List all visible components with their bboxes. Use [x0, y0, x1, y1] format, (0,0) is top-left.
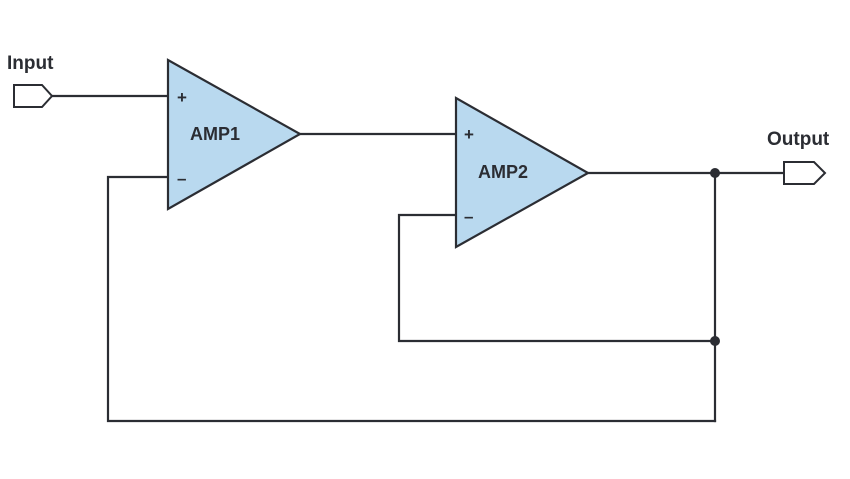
- input-port: Input: [7, 53, 54, 108]
- amp2: + – AMP2: [454, 96, 591, 249]
- amp1-plus-label: +: [177, 88, 187, 107]
- output-port-icon: [783, 161, 827, 185]
- amp1-minus-label: –: [177, 169, 186, 188]
- amp2-plus-label: +: [464, 125, 474, 144]
- amp2-minus-label: –: [464, 207, 473, 226]
- amp1: + – AMP1: [166, 58, 303, 211]
- amp2-triangle: [454, 96, 591, 249]
- output-port: Output: [767, 129, 830, 185]
- output-label: Output: [767, 129, 830, 150]
- wire-amp1-feedback: [106, 175, 717, 423]
- junction-dot-output: [710, 168, 720, 178]
- amp1-triangle: [166, 58, 303, 211]
- input-port-icon: [13, 84, 54, 108]
- wire-amp2-feedback: [397, 213, 717, 343]
- amp2-label: AMP2: [478, 162, 528, 182]
- junction-dot-amp2-feedback: [710, 336, 720, 346]
- wires: [50, 94, 786, 423]
- input-label: Input: [7, 53, 54, 74]
- amp1-label: AMP1: [190, 124, 240, 144]
